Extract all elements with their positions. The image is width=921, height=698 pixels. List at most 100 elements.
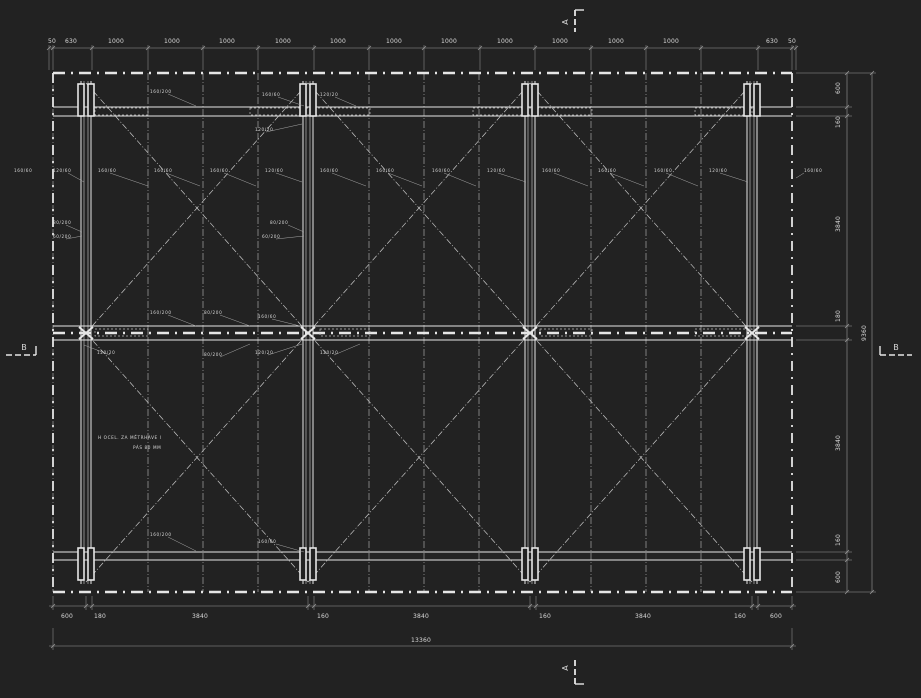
- joint-cross: [300, 326, 316, 340]
- top-dim-text: 50: [788, 38, 796, 45]
- label-post: 160/60: [542, 168, 560, 173]
- bottom-dim-text: 160: [734, 613, 746, 620]
- top-dim-text: 1000: [275, 38, 291, 45]
- bottom-dim-text: 160: [539, 613, 551, 620]
- top-dim-text: 1000: [386, 38, 402, 45]
- top-dim-text: 630: [766, 38, 778, 45]
- label-post: 160/60: [98, 168, 116, 173]
- section-b-right-label: B: [893, 343, 899, 352]
- label-post: 160/60: [154, 168, 172, 173]
- top-dim-text: 1000: [219, 38, 235, 45]
- leader-line: [265, 123, 303, 133]
- leader-line: [287, 224, 305, 233]
- top-dimension-texts: 50 630 1000 1000 1000 1000 1000 1000 100…: [48, 38, 796, 45]
- dim-tick: [789, 603, 795, 609]
- dim-tick: [421, 45, 427, 51]
- top-dim-text: 1000: [608, 38, 624, 45]
- label-post: 160/60: [262, 92, 280, 97]
- label-board: 120/20: [320, 350, 338, 355]
- leader-line: [609, 172, 645, 187]
- member-labels: 160/200 160/60 120/20 120/20 160/60 120/…: [14, 89, 822, 544]
- post-block: [309, 547, 317, 581]
- label-stud: 60/200: [53, 234, 71, 239]
- label-joist: 160/200: [150, 89, 172, 94]
- top-dim-text: 1000: [497, 38, 513, 45]
- dim-tick: [311, 45, 317, 51]
- dim-tick: [50, 603, 56, 609]
- purlin-box: [94, 328, 149, 337]
- dim-tick: [844, 589, 850, 595]
- right-dim-text: 180: [835, 310, 842, 322]
- dim-tick: [755, 603, 761, 609]
- dim-tick: [533, 603, 539, 609]
- label-board: 120/20: [255, 350, 273, 355]
- leader-line: [275, 543, 305, 553]
- label-joist: 160/200: [150, 310, 172, 315]
- joint-cross: [522, 326, 538, 340]
- post-block: [531, 83, 539, 117]
- bottom-dimension-texts: 600 180 3840 160 3840 160 3840 160 600 1…: [61, 613, 782, 644]
- bracing-diagonal: [85, 332, 309, 583]
- dim-tick: [643, 45, 649, 51]
- top-dim-text: 1000: [330, 38, 346, 45]
- post-block: [521, 547, 529, 581]
- post-block: [531, 547, 539, 581]
- post-block: [521, 83, 529, 117]
- purlin-box: [319, 328, 371, 337]
- post-block: [743, 547, 751, 581]
- leader-line: [65, 235, 83, 240]
- note-line-1: H OCEL. ZA MĚTRHAVE I: [98, 435, 162, 440]
- leader-line: [83, 344, 111, 356]
- top-dim-text: 1000: [108, 38, 124, 45]
- dim-tick: [200, 45, 206, 51]
- leader-line: [219, 343, 251, 358]
- dim-tick: [46, 45, 52, 51]
- dim-tick: [844, 549, 850, 555]
- dim-tick: [311, 603, 317, 609]
- dim-tick: [749, 603, 755, 609]
- bracing-diagonal: [307, 332, 531, 583]
- bottom-dim-text: 160: [317, 613, 329, 620]
- label-post: 160/60: [320, 168, 338, 173]
- label-post: 160/60: [432, 168, 450, 173]
- top-dim-text: 1000: [441, 38, 457, 45]
- label-stud: 80/200: [53, 220, 71, 225]
- leader-line: [167, 536, 197, 552]
- dim-tick: [50, 643, 56, 649]
- dim-tick: [789, 45, 795, 51]
- label-beam: 120/60: [53, 168, 71, 173]
- dim-tick: [698, 45, 704, 51]
- label-post: 160/60: [376, 168, 394, 173]
- right-dim-text: 3840: [835, 435, 842, 451]
- dim-tick: [527, 603, 533, 609]
- top-dim-text: 50: [48, 38, 56, 45]
- dim-tick: [844, 104, 850, 110]
- leader-line: [167, 314, 197, 327]
- leader-line: [795, 172, 805, 179]
- leader-line: [275, 235, 305, 240]
- joint-cross: [78, 326, 94, 340]
- dim-tick: [145, 45, 151, 51]
- section-a-top-label: A: [561, 19, 570, 25]
- dim-tick: [844, 557, 850, 563]
- label-stud: 80/200: [204, 352, 222, 357]
- label-beam: 120/60: [265, 168, 283, 173]
- leader-line: [67, 172, 85, 183]
- top-dim-text: 1000: [663, 38, 679, 45]
- dim-tick: [789, 643, 795, 649]
- label-post: 160/60: [258, 314, 276, 319]
- top-dim-text: 1000: [552, 38, 568, 45]
- leader-line: [387, 172, 423, 187]
- leader-line: [277, 96, 305, 107]
- leader-line: [219, 314, 251, 327]
- leader-line: [331, 172, 367, 187]
- dim-tick: [588, 45, 594, 51]
- bracing-diagonal: [529, 82, 753, 334]
- leader-line: [665, 172, 699, 187]
- leader-line: [167, 93, 197, 107]
- leader-line: [497, 172, 527, 183]
- post-block: [743, 83, 751, 117]
- post-block: [753, 83, 761, 117]
- dim-tick: [755, 45, 761, 51]
- right-dim-text: 160: [835, 534, 842, 546]
